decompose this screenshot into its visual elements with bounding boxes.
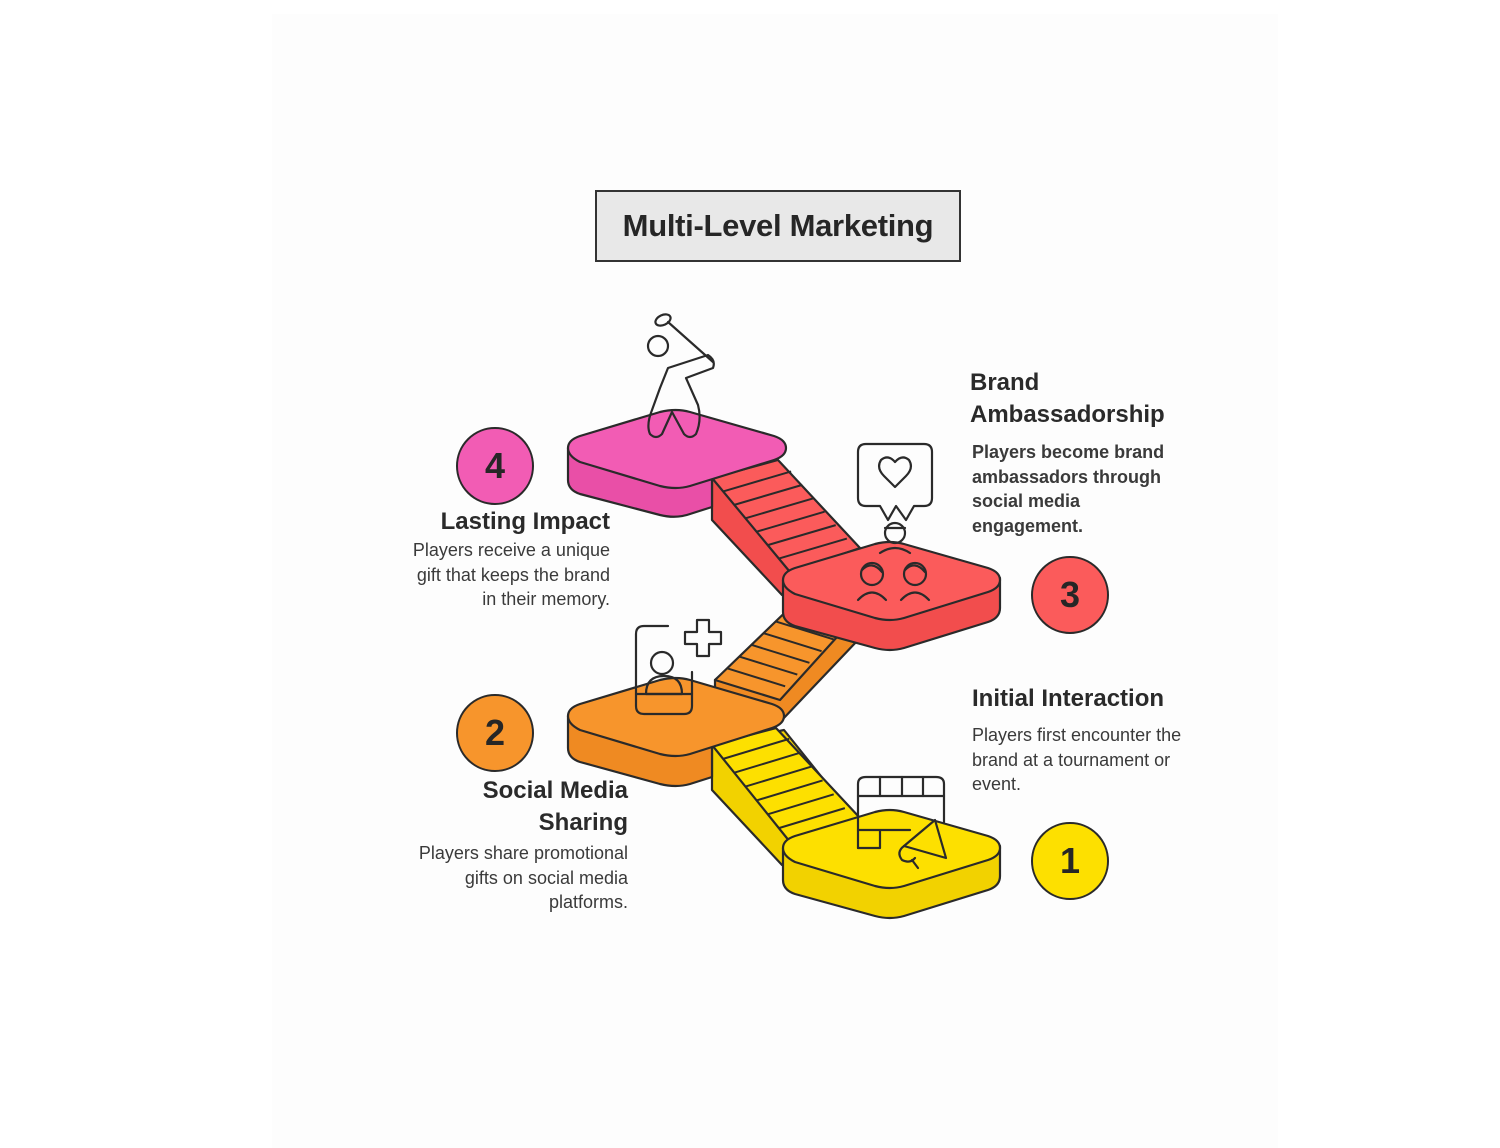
step-2-desc-line: platforms.: [548, 892, 628, 912]
step-1-description: Players first encounter the brand at a t…: [972, 723, 1222, 797]
stair-step-line: [734, 483, 803, 506]
step-2-title: Social Media Sharing: [380, 775, 628, 839]
step-4-desc-line: Players receive a unique: [412, 540, 610, 560]
step-3-badge: 3: [1031, 556, 1109, 634]
step-2-description: Players share promotional gifts on socia…: [370, 841, 628, 915]
step-4-title: Lasting Impact: [440, 508, 610, 535]
step-1-title: Initial Interaction: [972, 685, 1165, 712]
diagram-title: Multi-Level Marketing: [622, 208, 934, 243]
step-3-desc-line: social media: [972, 491, 1081, 511]
step-3-description: Players become brand ambassadors through…: [972, 440, 1202, 538]
diagram-title-box: Multi-Level Marketing: [595, 190, 961, 262]
step-4-badge: 4: [456, 427, 534, 505]
step-1-desc-line: event.: [972, 774, 1022, 794]
stair-step-line: [778, 807, 846, 830]
add-user-profile-icon: [634, 618, 723, 716]
platform-2: [566, 676, 786, 788]
stair-step-line: [726, 667, 786, 688]
stair-step-line: [745, 497, 814, 520]
stair-step-line: [722, 470, 792, 493]
stair-step-line: [733, 751, 801, 774]
stair-step-line: [745, 765, 812, 788]
step-3-desc-line: engagement.: [972, 515, 1084, 536]
step-2-title-line: Social Media: [482, 777, 628, 804]
step-4-desc-line: gift that keeps the brand: [416, 564, 610, 585]
stair-step-line: [751, 643, 810, 664]
stair-step-line: [756, 779, 823, 802]
group-heart-bubble-icon: [856, 442, 934, 602]
stair-step-line: [756, 510, 825, 533]
megaphone-calendar-icon: [856, 775, 948, 870]
step-1-desc-line: brand at a tournament or: [972, 749, 1171, 770]
step-1-desc-line: Players first encounter the: [972, 725, 1182, 745]
stair-step-line: [778, 537, 848, 560]
step-3-desc-line: Players become brand: [972, 442, 1165, 462]
step-2-desc-line: Players share promotional: [418, 843, 628, 863]
tennis-player-icon: [646, 313, 715, 439]
step-3-desc-line: ambassadors through: [972, 466, 1162, 487]
stair-step-line: [738, 655, 798, 676]
step-4-description: Players receive a unique gift that keeps…: [370, 538, 610, 612]
stair-step-line: [767, 793, 835, 816]
stair-step-line: [767, 524, 836, 547]
stair-step-line: [775, 620, 835, 641]
step-2-desc-line: gifts on social media: [464, 867, 628, 888]
step-3-title-line: Brand: [970, 369, 1040, 396]
platform-3: [781, 540, 1002, 652]
platform-1: [781, 808, 1002, 920]
step-3-title: Brand Ambassadorship: [970, 367, 1210, 431]
stair-step-line: [722, 737, 790, 760]
stair-step-line: [763, 632, 822, 653]
step-1-badge: 1: [1031, 822, 1109, 900]
step-2-title-line: Sharing: [538, 809, 628, 836]
step-3-title-line: Ambassadorship: [970, 401, 1165, 428]
platform-4: [566, 408, 788, 518]
step-4-desc-line: in their memory.: [482, 589, 610, 609]
step-2-badge: 2: [456, 694, 534, 772]
